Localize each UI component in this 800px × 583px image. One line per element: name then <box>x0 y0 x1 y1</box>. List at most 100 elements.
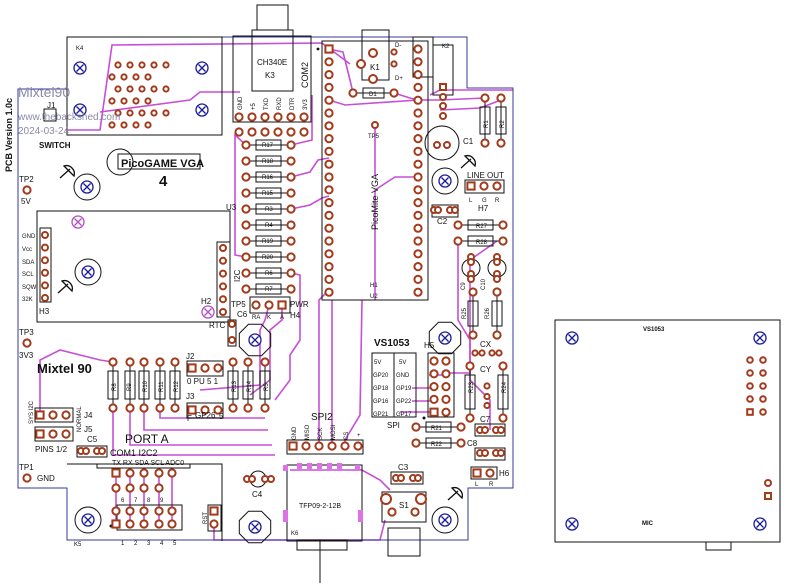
rst-header <box>207 504 222 532</box>
pad <box>324 249 334 259</box>
pad <box>483 382 491 390</box>
h6-l: L <box>475 482 479 488</box>
pad <box>286 140 296 150</box>
s1-switch <box>381 491 427 523</box>
rst-label: RST <box>203 512 209 524</box>
square-pad <box>429 407 439 417</box>
pad <box>162 109 170 117</box>
resistor-label: R4 <box>265 223 273 229</box>
trace <box>199 304 270 391</box>
pad <box>234 112 244 122</box>
cross-icon <box>441 177 449 185</box>
pad <box>324 223 334 233</box>
sd-contact <box>317 463 322 469</box>
pad <box>324 198 334 208</box>
pad <box>496 138 506 148</box>
spi2-pin: MISO <box>305 424 311 440</box>
logo-circle <box>106 148 134 176</box>
pad <box>228 336 236 344</box>
resistor-label: R5 <box>264 383 270 391</box>
pin-number: 6 <box>121 498 125 504</box>
pad <box>243 403 253 413</box>
pad <box>219 295 227 304</box>
resistor-body <box>255 219 282 231</box>
pad <box>480 138 490 148</box>
pad <box>324 236 334 246</box>
pad <box>139 403 149 413</box>
j1-label: J1 <box>47 101 56 110</box>
logo-title: PicoGAME VGA <box>121 158 204 170</box>
pin-number: 5 <box>173 541 177 547</box>
pad <box>260 127 270 137</box>
c1-body <box>424 125 460 161</box>
vs-pin: GP19 <box>396 386 412 392</box>
cross-icon <box>568 334 576 342</box>
pushpin-icon <box>59 165 75 179</box>
pad <box>114 61 122 69</box>
pad <box>413 146 423 156</box>
c9-label: C9 <box>461 282 467 290</box>
pad <box>299 112 309 122</box>
pwr-pin-ra: RA <box>252 315 260 321</box>
pad <box>219 256 227 265</box>
line-out-header <box>464 179 505 194</box>
trace <box>234 133 247 258</box>
polyline <box>96 464 191 469</box>
ch340-pin: GND <box>238 96 244 110</box>
pad <box>241 268 251 278</box>
pins12-label: PINS 1/2 <box>35 445 68 454</box>
r24-label: R24 <box>502 381 508 393</box>
pad <box>132 73 140 81</box>
pad <box>368 74 378 84</box>
j2-header <box>186 360 224 377</box>
com2-label: COM2 <box>300 62 310 88</box>
pad <box>746 382 754 390</box>
pad <box>456 438 466 448</box>
trace <box>249 305 283 396</box>
pad <box>41 268 49 277</box>
pad <box>481 426 489 434</box>
cross-icon <box>84 516 92 524</box>
pad <box>456 422 466 432</box>
resistor-body <box>124 370 136 400</box>
r28-label: R28 <box>476 240 488 246</box>
website-watermark: www.thebackshed.com <box>17 112 120 123</box>
pad <box>241 188 251 198</box>
pad <box>144 73 152 81</box>
resistor-body <box>227 370 239 400</box>
resistor-body <box>425 437 452 449</box>
pad <box>324 185 334 195</box>
pad <box>286 172 296 182</box>
trace <box>328 48 354 94</box>
c6-label: C6 <box>237 310 248 319</box>
c7-label: C7 <box>480 415 491 424</box>
resistor-body <box>255 171 282 183</box>
resistor-body <box>491 300 503 327</box>
pad <box>243 357 253 367</box>
h1-label: H1 <box>370 283 378 289</box>
j3-header <box>186 402 224 419</box>
h5-label: H5 <box>424 341 435 350</box>
spi-label: SPI <box>387 421 400 430</box>
pad <box>389 88 399 98</box>
resistor-body <box>479 106 491 135</box>
pico-module <box>321 40 429 301</box>
square-pad <box>187 363 197 373</box>
trace <box>446 240 498 374</box>
cross-icon <box>198 64 206 72</box>
j4-label: J4 <box>84 411 93 420</box>
vs-pin: GND <box>396 373 410 379</box>
resistor-label: R9 <box>127 383 133 391</box>
spi2-header <box>286 439 364 455</box>
resistor-label: R19 <box>262 239 274 245</box>
pad <box>483 392 491 401</box>
pin-number: 4 <box>160 541 164 547</box>
square-pad <box>277 300 287 310</box>
pad <box>125 483 135 493</box>
pad <box>301 441 311 451</box>
pad <box>759 356 767 364</box>
k5-label: K5 <box>74 542 82 548</box>
j1-switch <box>43 108 57 122</box>
pad <box>125 506 135 516</box>
cross-icon <box>198 106 206 114</box>
